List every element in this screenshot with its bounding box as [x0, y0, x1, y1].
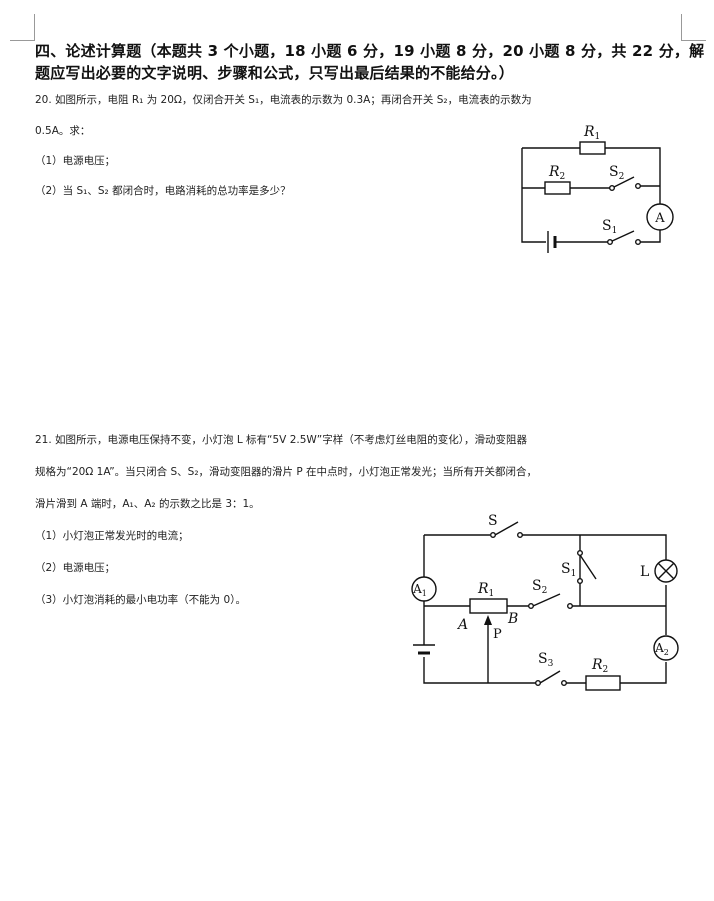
- q20-r1-label: R1: [583, 124, 600, 142]
- q21-s2-label: S2: [532, 578, 547, 596]
- q20-sub1: （1）电源电压；: [35, 155, 116, 167]
- q20-r2-label: R2: [548, 164, 565, 182]
- q20-s1-switch: [606, 230, 641, 245]
- q20-battery-symbol: [547, 231, 557, 253]
- q21-r2-label: R2: [591, 657, 608, 675]
- q21-lamp-symbol: [654, 559, 678, 583]
- q21-s1-switch: [576, 550, 597, 584]
- q21-ammeter-a2: [653, 635, 679, 661]
- q21-a2-label: A2: [654, 641, 669, 657]
- q21-r1-rheostat: [469, 598, 508, 614]
- q21-stem-line1: 21. 如图所示，电源电压保持不变，小灯泡 L 标有“5V 2.5W”字样（不考…: [35, 434, 527, 446]
- q20-ammeter: [646, 203, 674, 231]
- q21-stem-line2: 规格为“20Ω 1A”。当只闭合 S、S₂，滑动变阻器的滑片 P 在中点时，小灯…: [35, 466, 538, 478]
- section-heading-line1: 四、论述计算题（本题共 3 个小题，18 小题 6 分，19 小题 8 分，20…: [35, 42, 705, 60]
- q20-sub2: （2）当 S₁、S₂ 都闭合时，电路消耗的总功率是多少？: [35, 185, 291, 197]
- q21-sub1: （1）小灯泡正常发光时的电流；: [35, 530, 189, 542]
- q21-stem-line3: 滑片滑到 A 端时，A₁、A₂ 的示数之比是 3：1。: [35, 498, 260, 510]
- q21-a1-label: A1: [412, 582, 427, 598]
- q21-s-label: S: [488, 513, 498, 529]
- section-heading-line2: 题应写出必要的文字说明、步骤和公式，只写出最后结果的不能给分。）: [35, 64, 514, 82]
- q20-stem-line2: 0.5A。求：: [35, 125, 91, 137]
- q20-s2-label: S2: [609, 164, 624, 182]
- q21-end-b-label: B: [507, 611, 518, 627]
- q20-r1-resistor: [579, 141, 606, 155]
- q21-slider-arrow: [484, 615, 492, 625]
- q21-end-a-label: A: [456, 617, 468, 633]
- q21-r2-resistor: [585, 675, 621, 691]
- q20-s2-switch: [608, 176, 641, 191]
- q20-circuit-diagram: A R1 R2 S2 S1: [521, 124, 674, 253]
- q21-s1-label: S1: [561, 561, 576, 579]
- q21-s-switch: [489, 521, 523, 539]
- q21-sub3: （3）小灯泡消耗的最小电功率（不能为 0）。: [35, 594, 246, 606]
- q21-slider-p-label: P: [493, 627, 502, 642]
- corner-mark-right-horizontal: [681, 40, 706, 41]
- q21-s3-switch: [534, 670, 567, 686]
- q20-r2-resistor: [544, 181, 571, 195]
- q21-ammeter-a1: [411, 576, 437, 602]
- corner-mark-left-vertical: [34, 14, 35, 40]
- q20-s1-label: S1: [602, 218, 617, 236]
- q21-s3-label: S3: [538, 651, 554, 669]
- q21-circuit-diagram: A1 A2 S S1 S2 S3 L R1 R2 A B P: [411, 513, 679, 691]
- corner-mark-right-vertical: [681, 14, 682, 40]
- corner-mark-left-horizontal: [10, 40, 35, 41]
- q21-l-label: L: [640, 564, 649, 580]
- q21-battery-symbol: [413, 644, 435, 655]
- q21-r1-label: R1: [477, 581, 494, 599]
- q21-s2-switch: [527, 593, 573, 609]
- q21-sub2: （2）电源电压；: [35, 562, 116, 574]
- q20-stem-line1: 20. 如图所示，电阻 R₁ 为 20Ω，仅闭合开关 S₁，电流表的示数为 0.…: [35, 94, 532, 106]
- q20-ammeter-label: A: [654, 211, 665, 226]
